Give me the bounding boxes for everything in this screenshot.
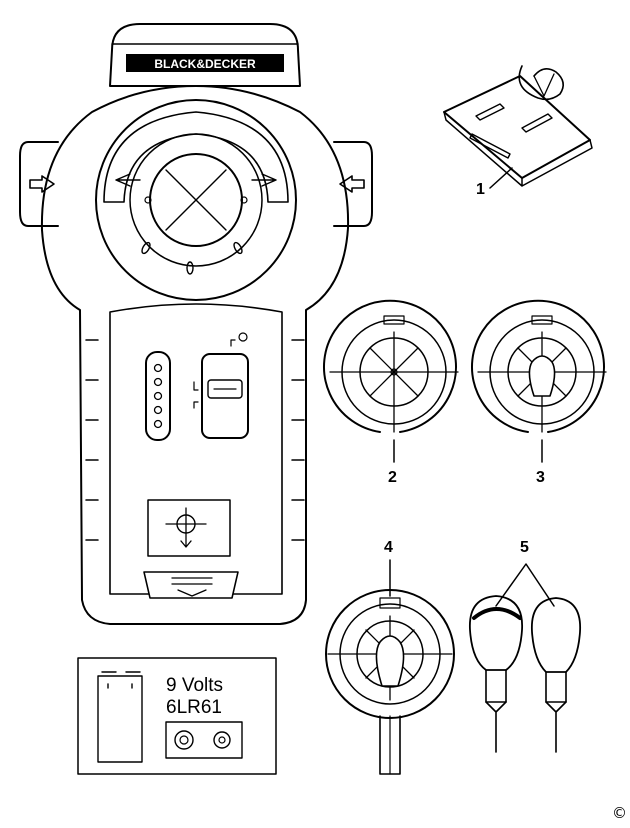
rotary-dial-outer bbox=[95, 99, 297, 301]
control-panel bbox=[109, 303, 283, 595]
clip-plate bbox=[443, 75, 591, 179]
callout-3: 3 bbox=[536, 469, 545, 486]
mode-symbol-r bbox=[193, 401, 199, 409]
vial-dot-1 bbox=[153, 363, 163, 373]
brand-plate bbox=[126, 54, 284, 72]
window-notch-right bbox=[240, 196, 248, 204]
copyright-mark: © bbox=[612, 804, 627, 822]
wall-mount-clip bbox=[443, 65, 593, 187]
lens-4-keyhole bbox=[375, 635, 405, 687]
device-housing bbox=[40, 85, 350, 625]
crosshair-lines bbox=[165, 507, 207, 548]
callout-2: 2 bbox=[388, 469, 397, 486]
dial-right-arrow-icon bbox=[251, 173, 277, 187]
vial-dot-2 bbox=[153, 377, 163, 387]
dial-arrow-band bbox=[103, 111, 289, 203]
dial-marker-left bbox=[141, 241, 151, 255]
clip-plate-edge bbox=[443, 111, 593, 187]
battery-terminals-icon bbox=[101, 671, 141, 689]
laser-window-cross-b bbox=[165, 169, 227, 231]
lens-2-cross bbox=[329, 331, 459, 433]
bubble-vial-column bbox=[145, 351, 171, 441]
battery-connector-negative bbox=[174, 730, 194, 750]
probe-left-shadow bbox=[472, 607, 522, 620]
lens-2-outer bbox=[323, 299, 457, 433]
vial-dot-5 bbox=[153, 419, 163, 429]
mode-symbol-l bbox=[193, 381, 199, 391]
mode-symbol-lock bbox=[230, 339, 236, 347]
clip-slot-1 bbox=[475, 103, 505, 121]
lens-assembly-stem bbox=[325, 589, 455, 775]
probe-right-head bbox=[531, 597, 581, 673]
probe-right-tip bbox=[545, 701, 567, 753]
release-tab-ribs bbox=[171, 577, 213, 597]
left-side-handle bbox=[19, 141, 59, 227]
lens-assembly-crosshair bbox=[323, 299, 459, 433]
probe-accessories bbox=[469, 595, 581, 753]
probe-left-neck bbox=[485, 669, 507, 703]
lens-3-keyhole bbox=[528, 355, 556, 397]
mode-symbol-power-icon bbox=[238, 332, 248, 342]
laser-window bbox=[149, 153, 243, 247]
lens-2-top-tab bbox=[383, 315, 405, 325]
left-grip-ribs bbox=[85, 339, 99, 541]
clip-hook-back bbox=[533, 73, 555, 97]
callout-5: 5 bbox=[520, 539, 529, 556]
battery-spec-box bbox=[77, 657, 277, 775]
right-grip-ribs bbox=[291, 339, 305, 541]
dial-marker-bottom bbox=[186, 261, 194, 275]
lens-2-dot bbox=[390, 368, 398, 376]
battery-body-icon bbox=[97, 675, 143, 763]
leader-line-5 bbox=[495, 563, 555, 607]
clip-pin bbox=[469, 133, 511, 159]
battery-box-frame bbox=[77, 657, 277, 775]
clip-hook bbox=[518, 65, 564, 101]
probe-left-head bbox=[469, 595, 523, 671]
vial-dot-4 bbox=[153, 405, 163, 415]
battery-connector-plate bbox=[165, 721, 243, 759]
battery-connector-positive-inner bbox=[218, 736, 226, 744]
callout-1: 1 bbox=[476, 181, 485, 198]
battery-connector-positive bbox=[213, 731, 231, 749]
dial-marker-right bbox=[233, 241, 243, 255]
right-side-handle bbox=[333, 141, 373, 227]
callout-4: 4 bbox=[384, 539, 393, 556]
bottom-release-tab bbox=[143, 571, 239, 599]
probe-right-neck bbox=[545, 671, 567, 703]
vial-dot-3 bbox=[153, 391, 163, 401]
dial-left-arrow-icon bbox=[115, 173, 141, 187]
left-arrow-icon bbox=[29, 175, 55, 193]
brand-logo: BLACK&DECKER bbox=[154, 57, 256, 71]
right-arrow-icon bbox=[339, 175, 365, 193]
battery-model-label: 6LR61 bbox=[166, 697, 222, 718]
battery-door bbox=[147, 499, 231, 557]
mode-slider-switch bbox=[201, 353, 249, 439]
lens-3-top-tab bbox=[531, 315, 553, 325]
clip-slot-2 bbox=[521, 113, 553, 133]
lens-3-outer bbox=[471, 299, 605, 433]
window-notch-left bbox=[144, 196, 152, 204]
lens-4-top-tab bbox=[379, 597, 401, 609]
battery-connector-negative-inner bbox=[179, 735, 189, 745]
probe-left-tip bbox=[485, 701, 507, 753]
mode-slider-knob bbox=[207, 379, 243, 399]
device-top-cap bbox=[109, 23, 301, 87]
battery-voltage-label: 9 Volts bbox=[166, 675, 224, 696]
laser-level-device: BLACK&DECKER bbox=[19, 23, 373, 625]
leader-line-1 bbox=[489, 167, 513, 189]
lens-assembly-keyhole bbox=[471, 299, 607, 433]
